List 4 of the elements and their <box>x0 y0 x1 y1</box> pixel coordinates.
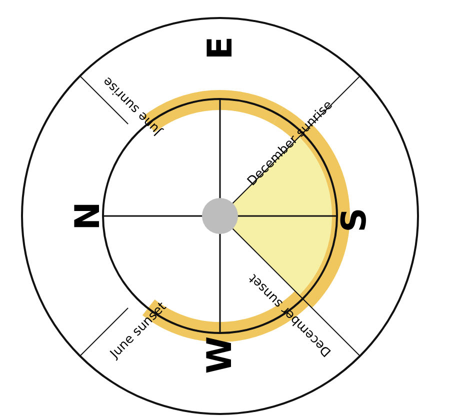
compass-letter: W <box>202 336 237 374</box>
compass-letter: N <box>71 202 106 230</box>
compass-letter: S <box>336 208 371 232</box>
compass-letter: E <box>203 36 238 60</box>
